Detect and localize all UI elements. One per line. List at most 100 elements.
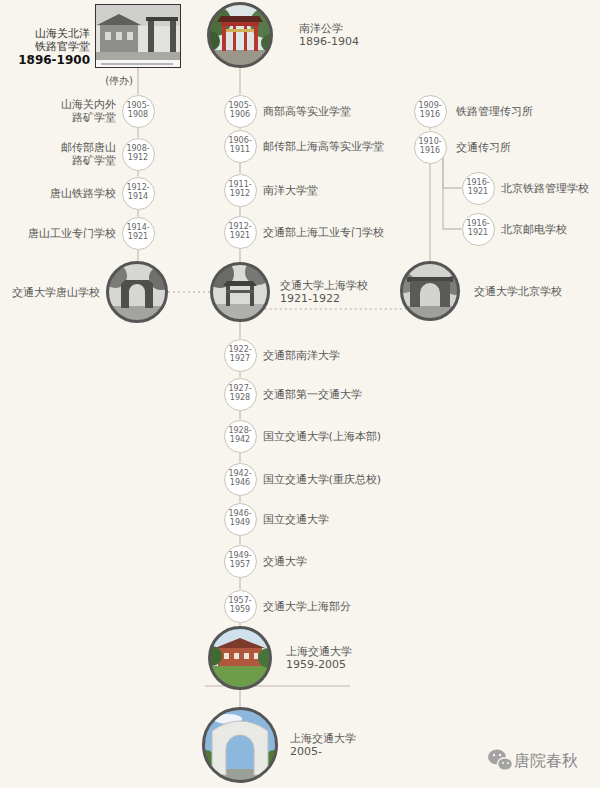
timeline-line xyxy=(239,690,240,707)
school-name: 北京邮电学校 xyxy=(501,223,567,236)
campus-photo-node: 上海交通大学1959-2005 xyxy=(208,626,352,690)
year-range: 1911-1912 xyxy=(227,181,253,199)
campus-photo-node: 交通大学上海学校1921-1922 xyxy=(210,262,368,322)
era-circle: 1911-1912 xyxy=(224,174,257,207)
timeline-line xyxy=(443,157,462,188)
era-circle: 1905-1906 xyxy=(224,95,257,128)
era-node: 1922-1927 交通部南洋大学 xyxy=(224,339,340,372)
era-circle: 1912-1921 xyxy=(224,216,257,249)
era-node: 1914-1921 唐山工业专门学校 xyxy=(28,217,155,250)
school-name: 交通大学上海部分 xyxy=(263,600,351,613)
year-range: 1942-1946 xyxy=(227,470,253,488)
timeline-line xyxy=(239,536,240,545)
status-note: (停办) xyxy=(105,74,133,88)
year-range: 1949-1957 xyxy=(227,552,253,570)
year-range: 1914-1921 xyxy=(125,224,151,242)
year-range: 2005- xyxy=(290,745,322,758)
timeline-line xyxy=(239,68,240,95)
timeline-line xyxy=(239,322,240,339)
era-circle: 1922-1927 xyxy=(224,339,257,372)
era-circle: 1906-1911 xyxy=(224,130,257,163)
timeline-line xyxy=(239,163,240,174)
campus-photo xyxy=(202,626,278,690)
year-range: 1896-1900 xyxy=(18,53,90,68)
school-name: 国立交通大学(重庆总校) xyxy=(263,473,382,486)
era-circle: 1916-1921 xyxy=(462,172,495,205)
photo-circle xyxy=(208,626,272,690)
photo-frame xyxy=(95,4,181,68)
era-circle: 1916-1921 xyxy=(462,213,495,246)
photo-circle xyxy=(400,261,460,321)
campus-photo-node: 交通大学唐山学校 xyxy=(12,261,168,323)
dotted-link xyxy=(265,308,406,309)
year-range: 1908-1912 xyxy=(125,145,151,163)
school-name: 上海交通大学 xyxy=(286,645,352,658)
school-name: 山海关内外 路矿学堂 xyxy=(54,98,116,124)
year-range: 1896-1904 xyxy=(299,35,359,48)
school-name: 南洋大学堂 xyxy=(263,184,318,197)
era-node: 1912-1921交通部上海工业专门学校 xyxy=(224,216,384,249)
timeline-line xyxy=(239,411,240,420)
era-node: 1942-1946 国立交通大学(重庆总校) xyxy=(224,463,382,496)
school-name: 交通大学北京学校 xyxy=(474,285,562,298)
era-node: 1909-1916 铁路管理传习所 xyxy=(414,95,533,128)
gate-photo xyxy=(395,261,465,321)
photo-circle xyxy=(202,707,278,783)
era-circle: 1927-1928 xyxy=(224,378,257,411)
timeline-line xyxy=(429,164,430,262)
timeline-line xyxy=(239,249,240,263)
school-name: 商部高等实业学堂 xyxy=(263,105,351,118)
era-circle: 1908-1912 xyxy=(122,138,155,171)
school-name: 国立交通大学 xyxy=(263,513,329,526)
status-note: (停办) xyxy=(105,74,133,88)
school-name: 交通部南洋大学 xyxy=(263,349,340,362)
watermark: 唐院春秋 xyxy=(514,751,578,772)
school-name: 邮传部唐山 路矿学堂 xyxy=(54,141,116,167)
school-name: 交通大学上海学校 xyxy=(280,279,368,292)
school-name: 交通大学唐山学校 xyxy=(12,286,100,299)
school-name: 交通大学 xyxy=(263,555,307,568)
era-node: 1905-1906 商部高等实业学堂 xyxy=(224,95,351,128)
timeline-line xyxy=(239,372,240,378)
era-node: 1906-1911 邮传部上海高等实业学堂 xyxy=(224,130,384,163)
gate-photo xyxy=(103,261,173,323)
photo-circle xyxy=(106,261,168,323)
era-node: 1916-1921 北京邮电学校 xyxy=(462,213,567,246)
timeline-line xyxy=(137,210,138,217)
year-range: 1946-1949 xyxy=(227,510,253,528)
school-name: 邮传部上海高等实业学堂 xyxy=(263,140,384,153)
school-name: 唐山工业专门学校 xyxy=(28,227,116,240)
year-range: 1927-1928 xyxy=(227,385,253,403)
dotted-link xyxy=(168,291,210,292)
era-circle: 1946-1949 xyxy=(224,503,257,536)
era-circle: 1914-1921 xyxy=(122,217,155,250)
era-node: 1946-1949 国立交通大学 xyxy=(224,503,329,536)
era-circle: 1905-1908 xyxy=(122,95,155,128)
era-circle: 1912-1914 xyxy=(122,177,155,210)
school-name: 国立交通大学(上海本部) xyxy=(263,430,382,443)
year-range: 1910-1916 xyxy=(417,138,443,156)
timeline-line xyxy=(137,128,138,138)
year-range: 1905-1908 xyxy=(125,102,151,120)
era-node: 1949-1957 交通大学 xyxy=(224,545,307,578)
school-name: 南洋公学 xyxy=(299,22,343,35)
era-node: 1910-1916交通传习所 xyxy=(414,131,511,164)
photo-circle xyxy=(207,2,273,68)
year-range: 1906-1911 xyxy=(227,137,253,155)
year-range: 1912-1921 xyxy=(227,223,253,241)
timeline-line xyxy=(137,250,138,262)
timeline-line xyxy=(239,207,240,216)
year-range: 1922-1927 xyxy=(227,346,253,364)
era-circle: 1909-1916 xyxy=(414,95,447,128)
year-range: 1909-1916 xyxy=(417,102,443,120)
year-range: 1957-1959 xyxy=(227,597,253,615)
era-node: 1916-1921 北京铁路管理学校 xyxy=(462,172,589,205)
era-node: 1908-1912 邮传部唐山 路矿学堂 xyxy=(54,138,155,171)
era-circle: 1957-1959 xyxy=(224,590,257,623)
old-campus-photo xyxy=(95,4,181,68)
school-name: 铁路管理传习所 xyxy=(456,105,533,118)
era-circle: 1910-1916 xyxy=(414,131,447,164)
school-name: 北京铁路管理学校 xyxy=(501,182,589,195)
era-node: 1912-1914唐山铁路学校 xyxy=(50,177,155,210)
campus-photo xyxy=(197,707,283,783)
